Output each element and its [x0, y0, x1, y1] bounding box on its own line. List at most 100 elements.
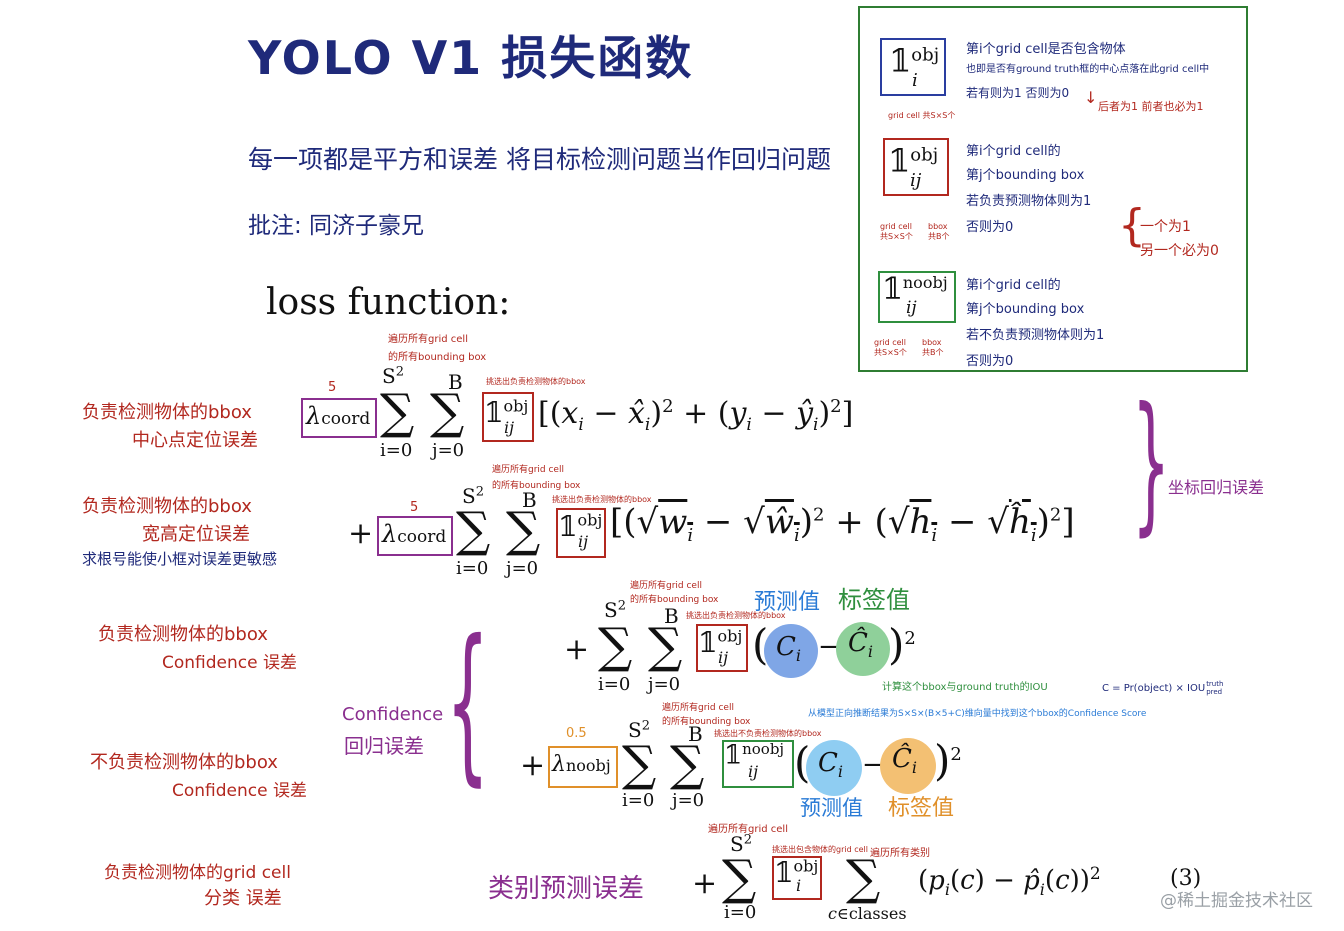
indicator-obj-ij: 𝟙obj: [888, 142, 939, 180]
sum-lower-4b: j=0: [672, 790, 705, 811]
term-2-body: [(√wi − √ŵi)2 + (√hi − √ĥi)2]: [610, 502, 1075, 546]
left-label-5b: 分类 误差: [204, 888, 282, 909]
obj-box-1: [482, 392, 534, 442]
obj-box-2: [556, 508, 606, 558]
lambda-coord-1: λcoord: [306, 402, 371, 430]
obj-ij-desc-1: 第i个grid cell的: [966, 144, 1061, 159]
conf-formula-sub: pred: [1206, 688, 1223, 696]
pred-label-2: 预测值: [800, 796, 863, 820]
paren-close-3: )2: [888, 620, 916, 669]
pick-noobj-note: 挑选出不负责检测物体的bbox: [714, 729, 822, 738]
lambda-coord-value-1: 5: [328, 380, 337, 395]
plus-5: +: [692, 866, 718, 901]
noobj-box-4: [722, 740, 794, 788]
sum-b-4: B: [688, 722, 703, 746]
iterate-note-1a: 遍历所有grid cell: [388, 334, 468, 345]
lambda-noobj-value: 0.5: [566, 726, 587, 741]
sum-s2-2: S2: [462, 484, 484, 508]
noobj-sub1: grid cell 共S×S个: [874, 338, 907, 357]
sum-sigma-1: ∑: [380, 384, 415, 440]
relation-arrow: ↓: [1084, 88, 1098, 107]
iterate-note-2b: 的所有bounding box: [492, 481, 581, 491]
sum-b-2: B: [522, 488, 537, 512]
indicator-obj-ij-box: [883, 138, 949, 196]
sum-lower-2b: j=0: [506, 558, 539, 579]
lambda-noobj: λnoobj: [552, 752, 611, 777]
annotation-credit: 批注: 同济子豪兄: [248, 213, 425, 239]
indicator-obj-i: 𝟙obj: [889, 42, 940, 80]
left-label-2b: 宽高定位误差: [142, 524, 250, 545]
legend-box: [858, 6, 1248, 372]
class-label: 类别预测误差: [488, 874, 645, 904]
confidence-brace: {: [446, 604, 490, 802]
page-subtitle: 每一项都是平方和误差 将目标检测问题当作回归问题: [248, 145, 831, 174]
lambda-coord-box-2: [377, 516, 453, 556]
conf-formula-sup: truth: [1206, 680, 1224, 688]
noobj-ind-4-sub: ij: [748, 762, 759, 781]
sum-sigma-4: ∑: [622, 736, 657, 792]
indicator-noobj-ij-box: [878, 271, 956, 323]
conf-formula-text: C = Pr(object) × IOU: [1102, 683, 1206, 694]
sum-lower-3: i=0: [598, 674, 631, 695]
indicator-noobj-ij: 𝟙noobj: [882, 272, 948, 307]
plus-3: +: [564, 632, 590, 667]
left-label-4b: Confidence 误差: [172, 781, 307, 801]
iterate-note-4a: 遍历所有grid cell: [662, 703, 734, 713]
minus-3: −: [818, 632, 840, 662]
minus-4: −: [862, 750, 884, 780]
noobj-desc-2: 第j个bounding box: [966, 302, 1085, 317]
obj-ij-sub1: grid cell 共S×S个: [880, 222, 913, 241]
term-1-body: [(xi − x̂i)2 + (yi − ŷi)2]: [538, 396, 854, 435]
left-label-3a: 负责检测物体的bbox: [98, 624, 268, 645]
noobj-desc-1: 第i个grid cell的: [966, 278, 1061, 293]
sum-sigma-3b: ∑: [648, 618, 683, 674]
left-label-2a: 负责检测物体的bbox: [82, 496, 252, 517]
left-label-1a: 负责检测物体的bbox: [82, 402, 252, 423]
sum-lower-2: i=0: [456, 558, 489, 579]
sum-lower-4: i=0: [622, 790, 655, 811]
obj-ind-2-sub: ij: [578, 532, 589, 551]
noobj-ind-4: 𝟙noobj: [724, 740, 785, 771]
iterate-grid-note: 遍历所有grid cell: [708, 824, 788, 835]
sum-sigma-3: ∑: [598, 618, 633, 674]
lambda-coord-value-2: 5: [410, 500, 419, 515]
term-5-body: (pi(c) − p̂i(c))2: [918, 864, 1101, 899]
sum-sigma-1b: ∑: [430, 384, 465, 440]
sum-lower-3b: j=0: [648, 674, 681, 695]
c-i-pred-1: Ci: [776, 632, 802, 666]
sum-b-3: B: [664, 604, 679, 628]
obj-ind-5: 𝟙obj: [774, 856, 819, 889]
pred-circle-2: [806, 740, 862, 796]
iterate-note-2a: 遍历所有grid cell: [492, 465, 564, 475]
sum-lower-5: i=0: [724, 902, 757, 923]
pred-circle-1: [764, 624, 818, 678]
obj-i-desc-2: 也即是否有ground truth框的中心点落在此grid cell中: [966, 64, 1210, 75]
plus-4: +: [520, 748, 546, 783]
left-label-5a: 负责检测物体的grid cell: [104, 863, 291, 883]
sum-sigma-2b: ∑: [506, 502, 541, 558]
obj-ind-3: 𝟙obj: [698, 626, 743, 659]
indicator-obj-i-sub: i: [912, 70, 918, 91]
obj-ij-desc-4: 否则为0: [966, 220, 1014, 235]
indicator-obj-i-box: [880, 38, 946, 96]
obj-i-desc-1: 第i个grid cell是否包含物体: [966, 42, 1126, 57]
iou-note: 计算这个bbox与ground truth的IOU: [882, 682, 1048, 693]
obj-ij-desc-2: 第j个bounding box: [966, 168, 1085, 183]
obj-i-desc-3: 若有则为1 否则为0: [966, 86, 1070, 100]
plus-2: +: [348, 516, 374, 551]
left-label-1b: 中心点定位误差: [132, 430, 258, 451]
c-i-label-1: Ĉi: [848, 628, 874, 662]
iterate-class-note: 遍历所有类别: [870, 848, 930, 859]
sum-b-1: B: [448, 370, 463, 394]
obj-box-5: [772, 856, 822, 900]
lambda-coord-2: λcoord: [382, 520, 447, 548]
iterate-note-3b: 的所有bounding box: [630, 595, 719, 605]
label-circle-2: [880, 738, 936, 794]
one-is-one-brace: {: [1118, 200, 1146, 251]
sum-s2-3: S2: [604, 598, 626, 622]
sum-sigma-2: ∑: [456, 502, 491, 558]
sum-lower-1: i=0: [380, 440, 413, 461]
watermark: @稀土掘金技术社区: [1160, 891, 1313, 911]
left-label-3b: Confidence 误差: [162, 653, 297, 673]
